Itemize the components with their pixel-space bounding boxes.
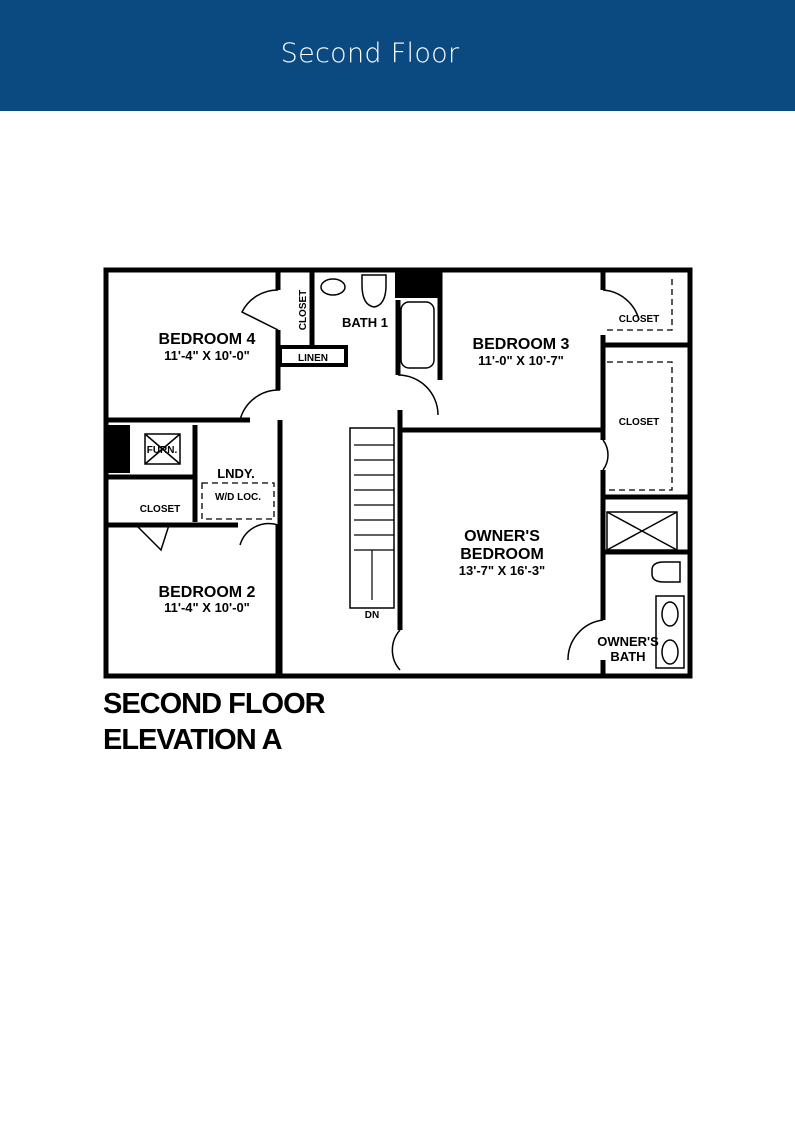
stairs-down-label: DN: [365, 610, 379, 621]
bedroom2-label: BEDROOM 2: [159, 584, 256, 601]
page-title: Second Floor: [280, 38, 460, 69]
furnace-label: FURN.: [147, 445, 178, 456]
laundry-label: LNDY.: [217, 466, 255, 481]
bedroom2-closet-label: CLOSET: [140, 504, 181, 515]
owners-bedroom-dims: 13'-7" X 16'-3": [459, 563, 545, 578]
linen-label: LINEN: [298, 353, 328, 364]
door-swings: [135, 289, 685, 671]
plan-caption-title: SECOND FLOOR: [103, 688, 326, 720]
bedroom3-label: BEDROOM 3: [473, 336, 570, 353]
bedroom4-label: BEDROOM 4: [159, 331, 256, 348]
wd-location-label: W/D LOC.: [215, 492, 261, 503]
owners-bedroom-label-1: OWNER'S: [464, 528, 540, 545]
owner-closet-label: CLOSET: [619, 417, 660, 428]
bedroom2-dims: 11'-4" X 10'-0": [164, 600, 250, 615]
bedroom4-dims: 11'-4" X 10'-0": [164, 348, 250, 363]
bedroom3-closet-label: CLOSET: [619, 314, 660, 325]
owners-bath-label-1: OWNER'S: [597, 634, 659, 649]
plan-caption-elevation: ELEVATION A: [103, 724, 283, 756]
hall-closet-label: CLOSET: [298, 290, 309, 331]
closet-shelves: [201, 276, 673, 520]
stair-treads: [354, 444, 394, 600]
header-bar: Second Floor: [0, 0, 795, 111]
bath1-label: BATH 1: [342, 315, 388, 330]
bedroom3-dims: 11'-0" X 10'-7": [478, 353, 564, 368]
owners-bath-label-2: BATH: [610, 649, 645, 664]
owners-bedroom-label-2: BEDROOM: [460, 546, 544, 563]
